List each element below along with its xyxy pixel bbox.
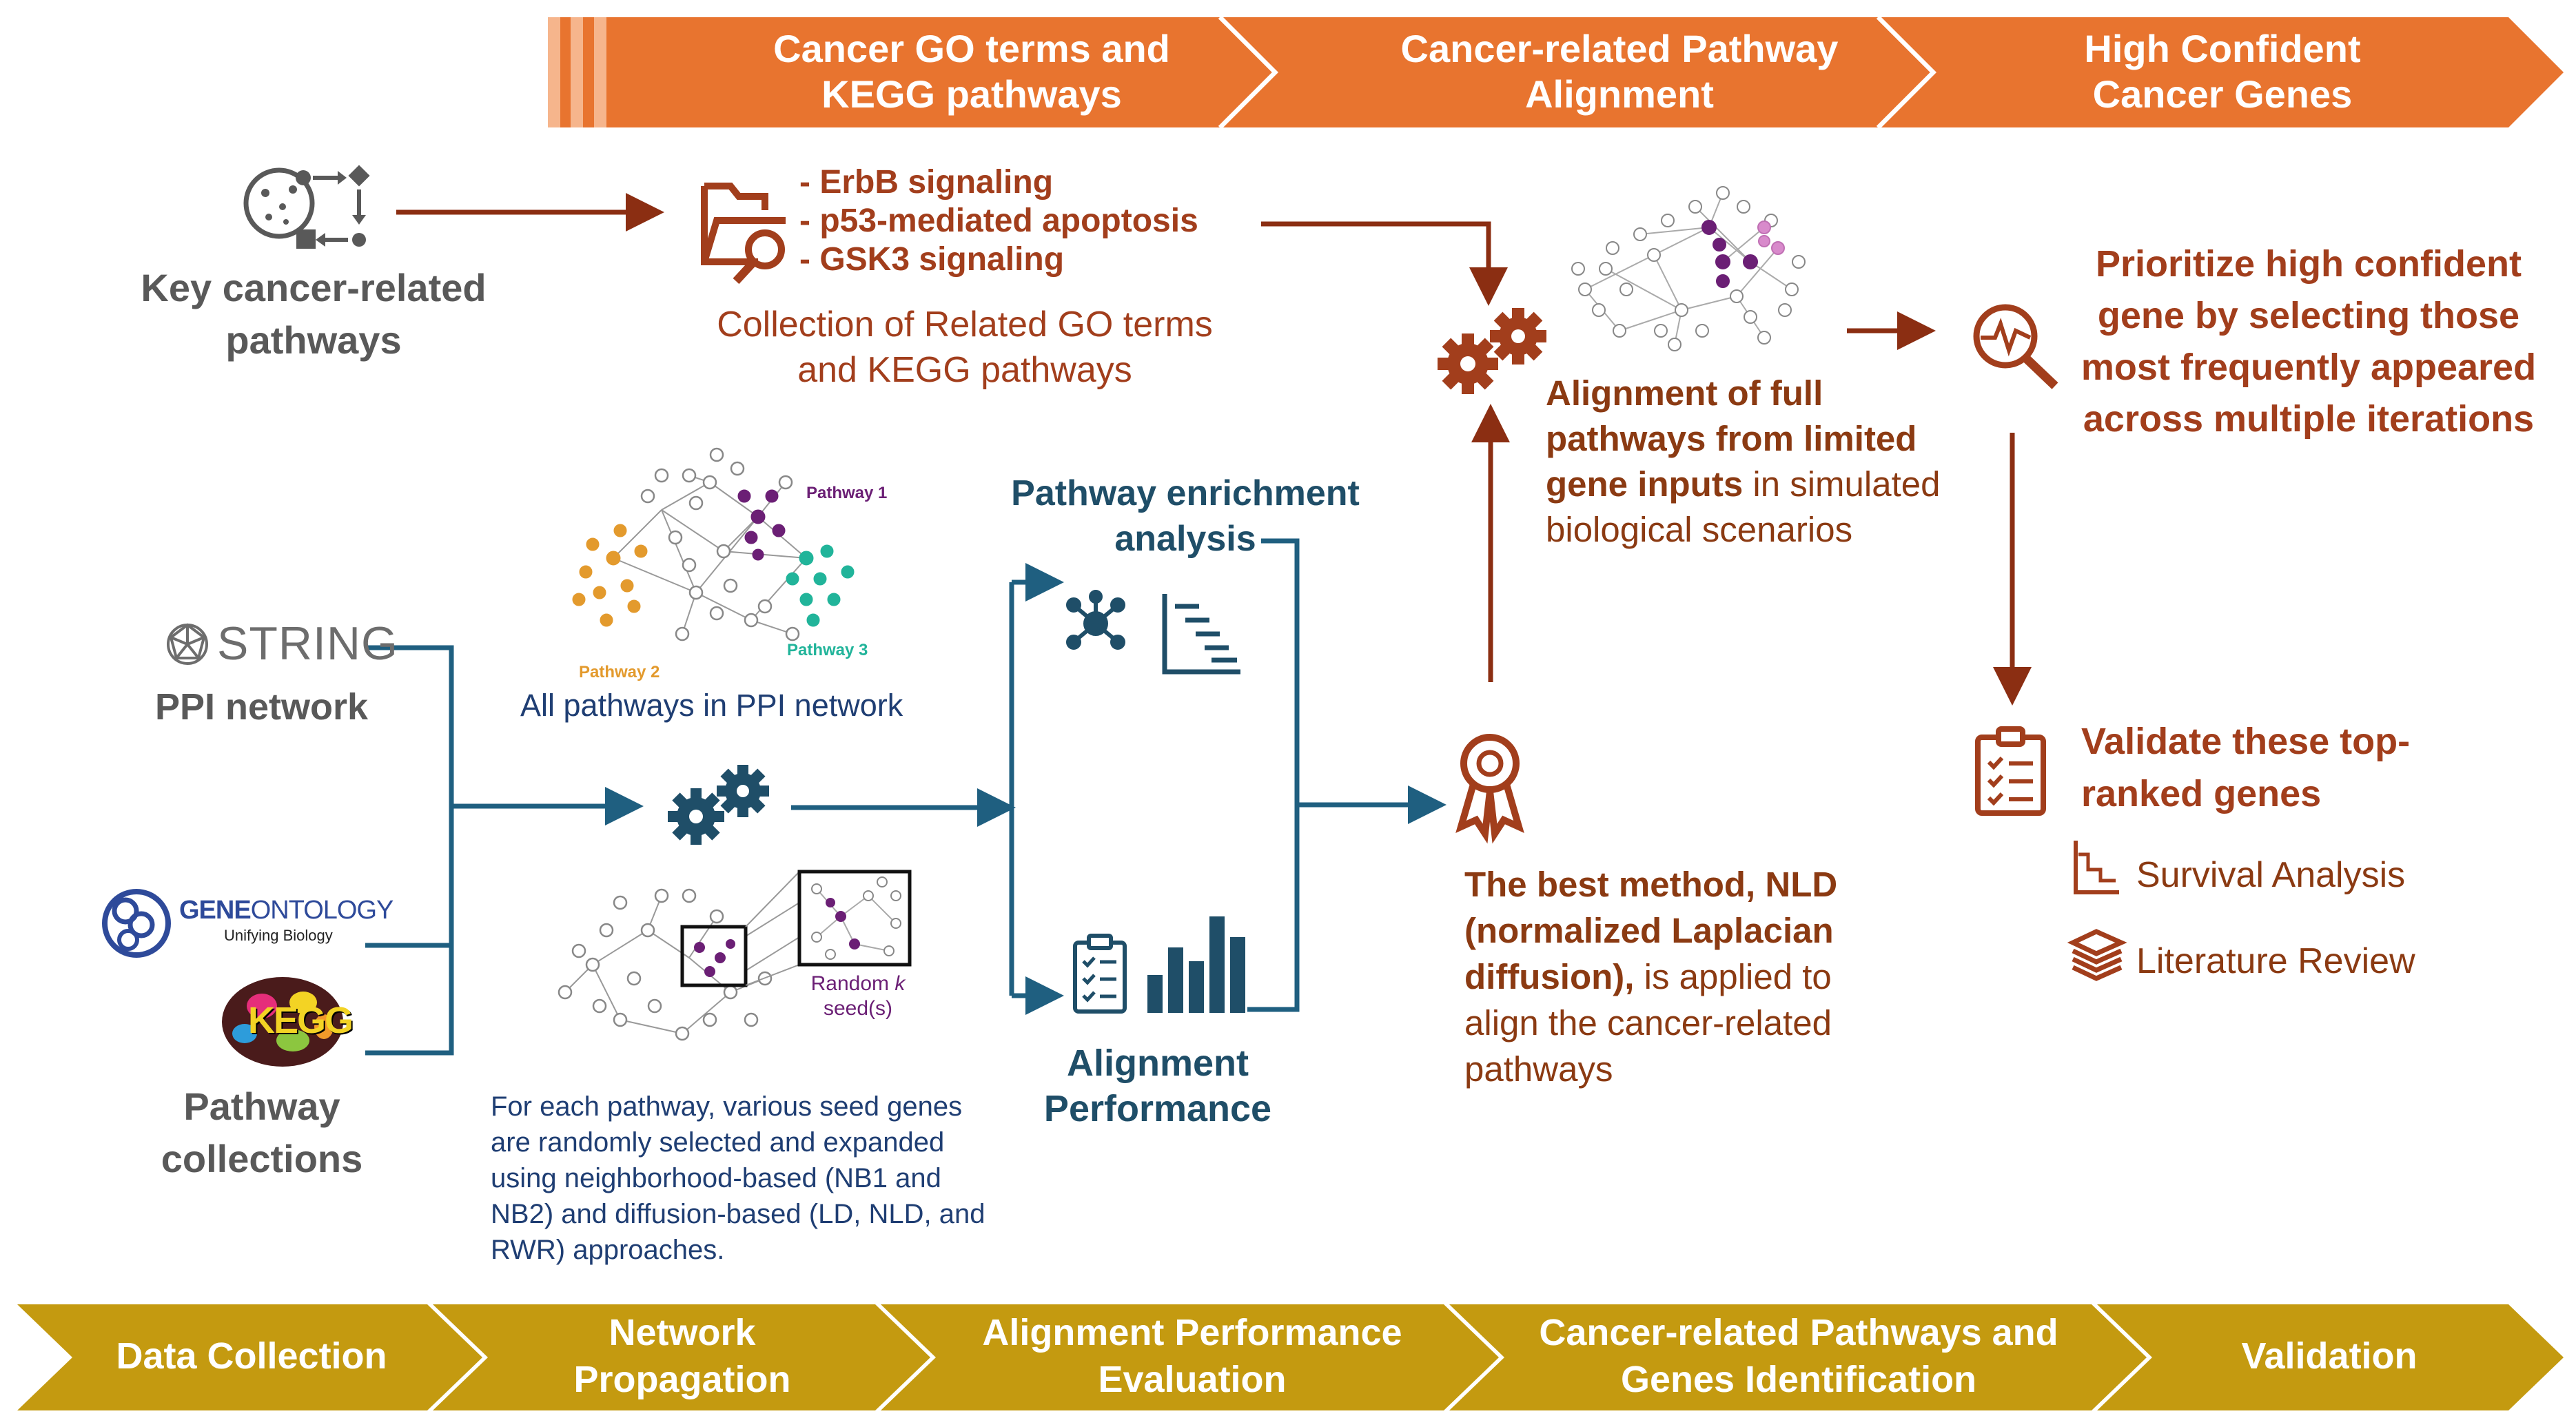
k-symbol: k: [895, 972, 906, 995]
ppi-caption: All pathways in PPI network: [520, 688, 903, 723]
bottom-step-4: [1449, 1304, 2147, 1410]
pathway-diagram-icon: [243, 165, 370, 249]
ppi-network-graphic: [572, 447, 855, 641]
full-alignment-text: Alignment of full pathways from limited …: [1546, 371, 1959, 553]
performance-bars-icon: [1147, 916, 1245, 1013]
books-stack-icon: [2067, 929, 2127, 981]
string-logo-text: STRING: [217, 617, 398, 670]
go-item-1: - ErbB signaling: [799, 164, 1054, 201]
bottom-step-2-label: Network Propagation: [573, 1312, 791, 1400]
best-method-bold: The best method, NLD (normalized Laplaci…: [1464, 865, 1838, 996]
top-step-3: [1881, 17, 2564, 127]
top-step-3-label: High Confident Cancer Genes: [2084, 27, 2361, 116]
data-collection-connectors: [365, 645, 644, 1056]
top-step-1: [548, 17, 1275, 127]
best-method-text: The best method, NLD (normalized Laplaci…: [1464, 861, 1905, 1092]
literature-label: Literature Review: [2136, 941, 2415, 981]
string-logo-icon: [167, 623, 208, 665]
random-word: Random: [810, 972, 890, 995]
gene-word: GENE: [179, 896, 252, 925]
seed-network-graphic: [558, 870, 912, 1041]
go-collection-caption: Collection of Related GO terms and KEGG …: [717, 305, 1213, 390]
key-pathways-label: Key cancer-related pathways: [141, 266, 487, 362]
full-alignment-bold: Alignment of full pathways from limited …: [1546, 373, 1917, 504]
aligned-network-graphic: [1571, 186, 1806, 351]
enrichment-bars-icon: [1162, 594, 1240, 675]
award-ribbon-icon: [1455, 734, 1524, 844]
clipboard-teal-icon: [1073, 934, 1127, 1014]
folder-search-icon: [701, 183, 786, 285]
random-seeds-label: Random k seed(s): [803, 972, 913, 1021]
teal-gears-icon: [668, 765, 769, 845]
go-item-2: - p53-mediated apoptosis: [799, 203, 1198, 239]
go-item-3: - GSK3 signaling: [799, 241, 1065, 278]
bottom-step-5-label: Validation: [2241, 1335, 2417, 1377]
seeds-word: seed(s): [823, 997, 893, 1020]
enrichment-label: Pathway enrichment analysis: [1011, 473, 1360, 559]
pathway-collections-label: Pathway collections: [161, 1085, 363, 1180]
survival-label: Survival Analysis: [2136, 855, 2406, 895]
best-method-normal: is applied to align the cancer-related p…: [1464, 957, 1832, 1089]
gene-ontology-tagline: Unifying Biology: [224, 927, 333, 944]
rust-gears-icon: [1438, 308, 1546, 394]
kegg-logo-text: KEGG: [248, 1000, 354, 1041]
validate-label: Validate these top-ranked genes: [2081, 721, 2411, 814]
bottom-step-4-label: Cancer-related Pathways and Genes Identi…: [1539, 1312, 2058, 1400]
bottom-step-5: [2097, 1304, 2564, 1410]
ppi-network-label: PPI network: [155, 686, 369, 728]
top-banner: [548, 15, 2564, 130]
kegg-logo-icon: [222, 977, 343, 1067]
top-step-2: [1223, 17, 1933, 127]
gene-ontology-logo-icon: [102, 889, 171, 958]
clipboard-checklist-icon: [1975, 726, 2046, 816]
ontology-word: ONTOLOGY: [250, 896, 394, 925]
full-alignment-normal: in simulated biological scenarios: [1546, 464, 1941, 549]
pathway-1-label: Pathway 1: [806, 484, 888, 502]
seed-description: For each pathway, various seed genes are…: [491, 1091, 985, 1265]
prioritize-label: Prioritize high confident gene by select…: [2081, 243, 2537, 440]
top-step-2-label: Cancer-related Pathway Alignment: [1400, 27, 1839, 116]
survival-curve-icon: [2074, 841, 2119, 894]
pathway-3-label: Pathway 3: [787, 641, 868, 659]
gene-ontology-logo-text: GENEONTOLOGY: [179, 896, 393, 925]
bottom-banner: [17, 1304, 2564, 1410]
bottom-step-2: [433, 1304, 930, 1410]
bottom-step-1-label: Data Collection: [116, 1335, 387, 1377]
top-step-1-label: Cancer GO terms and KEGG pathways: [773, 27, 1170, 116]
bottom-step-3-label: Alignment Performance Evaluation: [982, 1312, 1402, 1400]
molecule-network-icon: [1066, 590, 1125, 650]
pathway-2-label: Pathway 2: [579, 663, 660, 681]
alignment-perf-label: Alignment Performance: [1043, 1043, 1272, 1129]
bottom-step-1: [17, 1304, 482, 1410]
bottom-step-3: [881, 1304, 1499, 1410]
search-pulse-icon: [1973, 304, 2058, 389]
